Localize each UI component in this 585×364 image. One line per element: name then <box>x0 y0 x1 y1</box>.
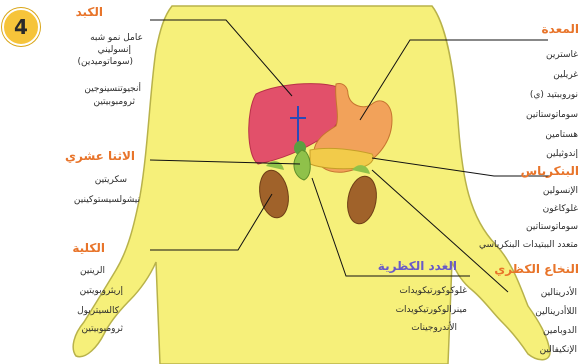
adrenal-glands-title: الغدد الكظرية <box>378 259 457 273</box>
pancreas-item-2: غلوكاغون <box>543 204 578 215</box>
kidney-item-4: ثرومبوبيتين <box>81 324 123 335</box>
kidney-item-2: إريثروبويتين <box>80 286 123 297</box>
stomach-title: المعدة <box>542 22 579 36</box>
liver-item-1: عامل نمو شبه <box>90 33 143 44</box>
stomach-item-2: غريلين <box>553 70 578 81</box>
adrenal-glands-item-2: مينرالوكورتيكويدات <box>396 305 467 316</box>
duodenum-item-2: نيشولسيستوكينين <box>74 195 140 206</box>
adrenal-medulla-item-2: اللاأدرينالين <box>535 307 577 318</box>
liver-item-2: إنسوليني <box>98 45 131 56</box>
stomach-item-6: إندوثيلين <box>546 149 578 160</box>
pancreas-item-1: الإنسولين <box>543 186 578 197</box>
pancreas-item-3: سوماتوستاتين <box>526 222 578 233</box>
duodenum-title: الاثنا عشري <box>65 149 135 163</box>
liver-item-4: أنجيوتنسينوجين <box>84 84 141 95</box>
duodenum-item-1: سكريتين <box>95 175 127 186</box>
body-silhouette <box>73 6 550 364</box>
adrenal-medulla-item-3: الدوبامين <box>543 326 577 337</box>
stomach-item-1: غاسترين <box>546 50 578 61</box>
kidney-title: الكلية <box>72 241 105 255</box>
page-number-badge: 4 <box>2 8 40 46</box>
stomach-item-4: سوماتوستاتين <box>526 110 578 121</box>
adrenal-glands-item-1: غلوكوكورتيكويدات <box>399 286 467 297</box>
liver-item-3: (سوماتوميدين) <box>77 57 133 68</box>
adrenal-medulla-item-1: الأدرينالين <box>541 288 577 299</box>
liver-item-5: ثرومبوبيتين <box>93 97 135 108</box>
stomach-item-5: هستامين <box>545 130 578 141</box>
adrenal-glands-item-3: الأندروجينات <box>411 323 457 334</box>
pancreas-title: البنكرياس <box>521 164 579 178</box>
kidney-item-1: الرينين <box>80 266 105 277</box>
liver-title: الكبد <box>76 5 103 19</box>
stomach-item-3: نوروببتيد (ي) <box>530 90 578 101</box>
pancreas-item-4: متعدد الببتيدات البنكرياسي <box>479 240 578 251</box>
adrenal-medulla-item-4: الإنكيفالين <box>540 345 577 356</box>
adrenal-medulla-title: النخاع الكظري <box>494 262 579 276</box>
kidney-item-3: كالسيتريول <box>77 306 119 317</box>
